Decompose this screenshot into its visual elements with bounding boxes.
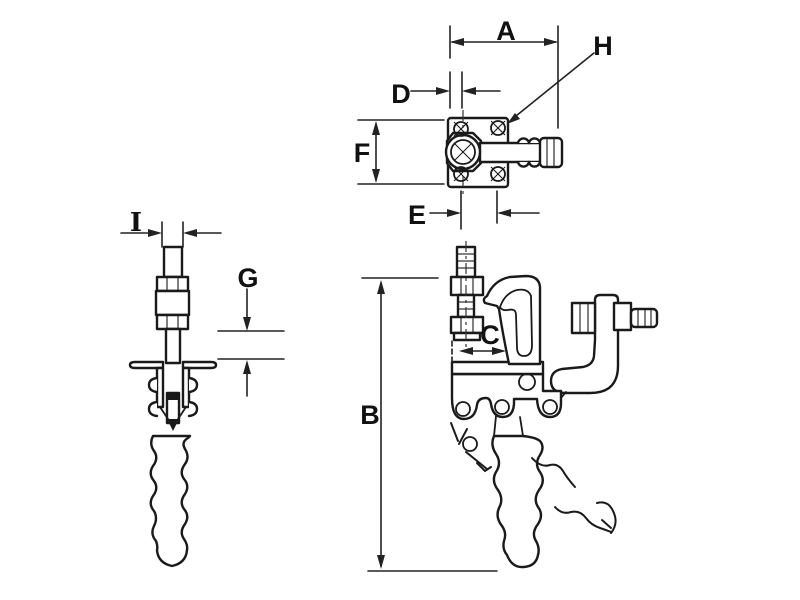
spindle-end-block	[538, 136, 564, 169]
dim-label-b: B	[360, 400, 380, 430]
handle-phantom	[531, 457, 617, 534]
plunger-shaft	[164, 327, 182, 365]
flange-wing-left	[128, 360, 165, 370]
pivot-hole	[518, 373, 536, 391]
dimension-b: B	[360, 277, 498, 572]
plunger-cap	[167, 393, 179, 400]
dimension-f: F	[354, 119, 445, 185]
spindle-pad	[452, 331, 482, 342]
dimension-a: A	[449, 16, 559, 129]
handle-neck	[493, 415, 497, 437]
pivot-hole	[542, 399, 558, 415]
handle-grip	[149, 434, 192, 568]
clamp-arm-released	[549, 293, 620, 395]
dim-label-d: D	[391, 79, 411, 109]
spindle-body	[154, 289, 191, 317]
clamp-arm-engaged	[482, 274, 542, 366]
threaded-stud	[162, 245, 184, 279]
dim-label-h: H	[593, 31, 613, 61]
dim-label-c: C	[480, 320, 500, 350]
hex-nut	[449, 275, 485, 297]
dim-label-e: E	[408, 200, 426, 230]
pivot-hole	[494, 399, 510, 415]
bore-cross	[453, 142, 473, 162]
side-view-left	[128, 245, 218, 568]
dim-label-g: G	[237, 263, 258, 293]
v-link	[177, 406, 187, 420]
dimension-i: I	[120, 208, 222, 248]
dimension-h: H	[507, 31, 613, 124]
spindle-bore-inner	[450, 139, 476, 165]
v-tip	[167, 419, 179, 431]
hex-nut	[155, 313, 190, 331]
riser-bumps	[147, 376, 199, 418]
dimension-d: D	[391, 71, 501, 109]
dim-label-a: A	[496, 16, 516, 46]
arm-slot	[499, 288, 533, 357]
dim-label-i: I	[130, 208, 142, 238]
dim-label-f: F	[354, 138, 371, 168]
horizontal-stud	[629, 307, 659, 329]
dimension-g: G	[217, 263, 285, 397]
flange-riser	[181, 366, 191, 409]
mounting-holes	[453, 120, 506, 182]
release-lever	[450, 422, 492, 473]
handle-grip-main	[491, 434, 544, 569]
clamp-arm-top	[478, 141, 543, 164]
jam-nut	[612, 301, 633, 332]
side-view-main	[449, 241, 659, 569]
hex-nut	[155, 275, 190, 293]
dimension-c: C	[451, 320, 506, 364]
top-view	[444, 110, 564, 196]
flange-wing-right	[181, 360, 218, 370]
handle-neck	[519, 416, 524, 437]
v-link	[159, 406, 169, 420]
flange-riser	[155, 366, 165, 409]
pivot-hole	[455, 401, 471, 417]
jam-nut	[570, 301, 597, 335]
hex-nut	[449, 315, 485, 335]
dimension-e: E	[408, 190, 540, 230]
